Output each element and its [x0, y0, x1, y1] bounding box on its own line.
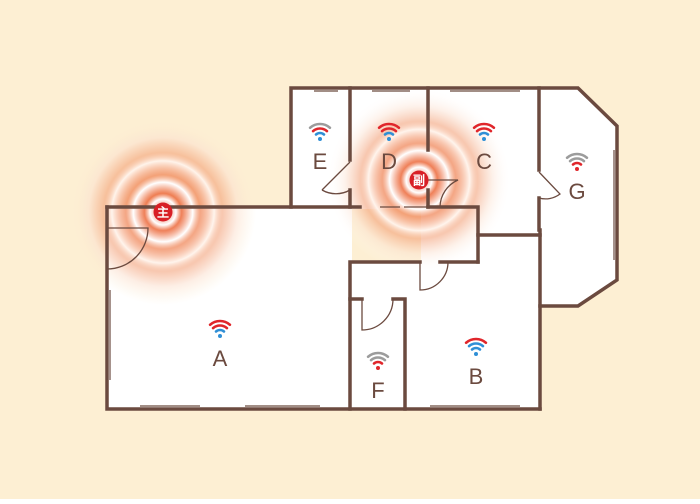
room-label-c: C — [476, 149, 492, 174]
wifi-arc — [377, 122, 401, 130]
walls — [105, 86, 619, 411]
wifi-arc — [214, 328, 226, 333]
wifi-arc — [475, 127, 493, 133]
wifi-signal-icon — [308, 122, 332, 141]
wifi-arc — [478, 131, 490, 136]
wifi-arc — [470, 346, 482, 351]
wifi-dot — [387, 137, 391, 141]
room-label-e: E — [313, 149, 328, 174]
room-g: G — [565, 152, 589, 204]
wifi-arc — [208, 319, 232, 327]
wifi-arc — [467, 342, 485, 348]
wifi-arc — [372, 360, 384, 365]
wifi-arc — [380, 127, 398, 133]
wifi-signal-icon — [366, 351, 390, 370]
wifi-arc — [472, 122, 496, 130]
main-router: 主 — [153, 202, 173, 222]
room-d: D — [377, 122, 401, 174]
secondary-router-label: 副 — [413, 173, 425, 188]
wifi-dot — [575, 167, 579, 171]
wifi-dot — [218, 334, 222, 338]
wifi-arc — [311, 127, 329, 133]
doors — [106, 161, 561, 331]
wifi-signal-icon — [377, 122, 401, 141]
room-e: E — [308, 122, 332, 174]
wifi-dot — [376, 366, 380, 370]
wifi-arc — [211, 324, 229, 330]
wifi-signal-icon — [472, 122, 496, 141]
room-label-f: F — [371, 378, 384, 403]
main-router-label: 主 — [157, 205, 169, 220]
room-label-d: D — [381, 149, 397, 174]
room-f: F — [366, 351, 390, 403]
windows — [109, 90, 615, 407]
secondary-router: 副 — [409, 170, 429, 190]
wifi-arc — [366, 351, 390, 359]
wifi-signal-icon — [208, 319, 232, 338]
wifi-dot — [318, 137, 322, 141]
wifi-dot — [482, 137, 486, 141]
room-label-g: G — [568, 179, 585, 204]
wifi-signal-icon — [464, 337, 488, 356]
wifi-arc — [314, 131, 326, 136]
wifi-arc — [571, 161, 583, 166]
wifi-arc — [383, 131, 395, 136]
room-label-b: B — [469, 364, 484, 389]
wifi-arc — [464, 337, 488, 345]
secondary-router-badge — [409, 170, 429, 190]
room-a: A — [208, 319, 232, 371]
wifi-arc — [565, 152, 589, 160]
room-label-a: A — [213, 346, 228, 371]
wifi-arc — [308, 122, 332, 130]
wifi-signal-icon — [565, 152, 589, 171]
room-b: B — [464, 337, 488, 389]
wifi-dot — [474, 352, 478, 356]
main-router-badge — [153, 202, 173, 222]
wifi-arc — [568, 157, 586, 163]
wifi-arc — [369, 356, 387, 362]
room-c: C — [472, 122, 496, 174]
